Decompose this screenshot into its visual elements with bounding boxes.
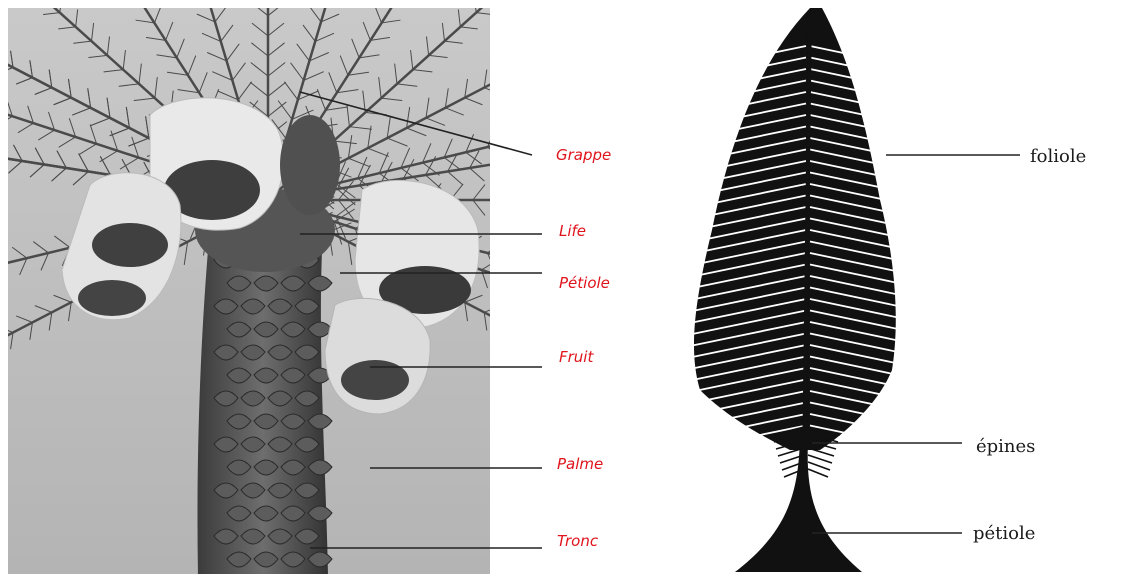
- palm-photo: [0, 0, 595, 576]
- label-life: Life: [559, 222, 586, 240]
- leaf-drawing: [690, 8, 905, 572]
- label-petiole-photo: Pétiole: [559, 274, 610, 292]
- leaf-petiole: [735, 440, 862, 572]
- label-foliole: foliole: [1030, 146, 1086, 167]
- label-petiole-leaf: pétiole: [973, 523, 1035, 544]
- label-palme: Palme: [557, 455, 603, 473]
- label-tronc: Tronc: [557, 532, 599, 550]
- label-fruit: Fruit: [559, 348, 594, 366]
- label-grappe: Grappe: [556, 146, 611, 164]
- label-epines: épines: [976, 436, 1035, 457]
